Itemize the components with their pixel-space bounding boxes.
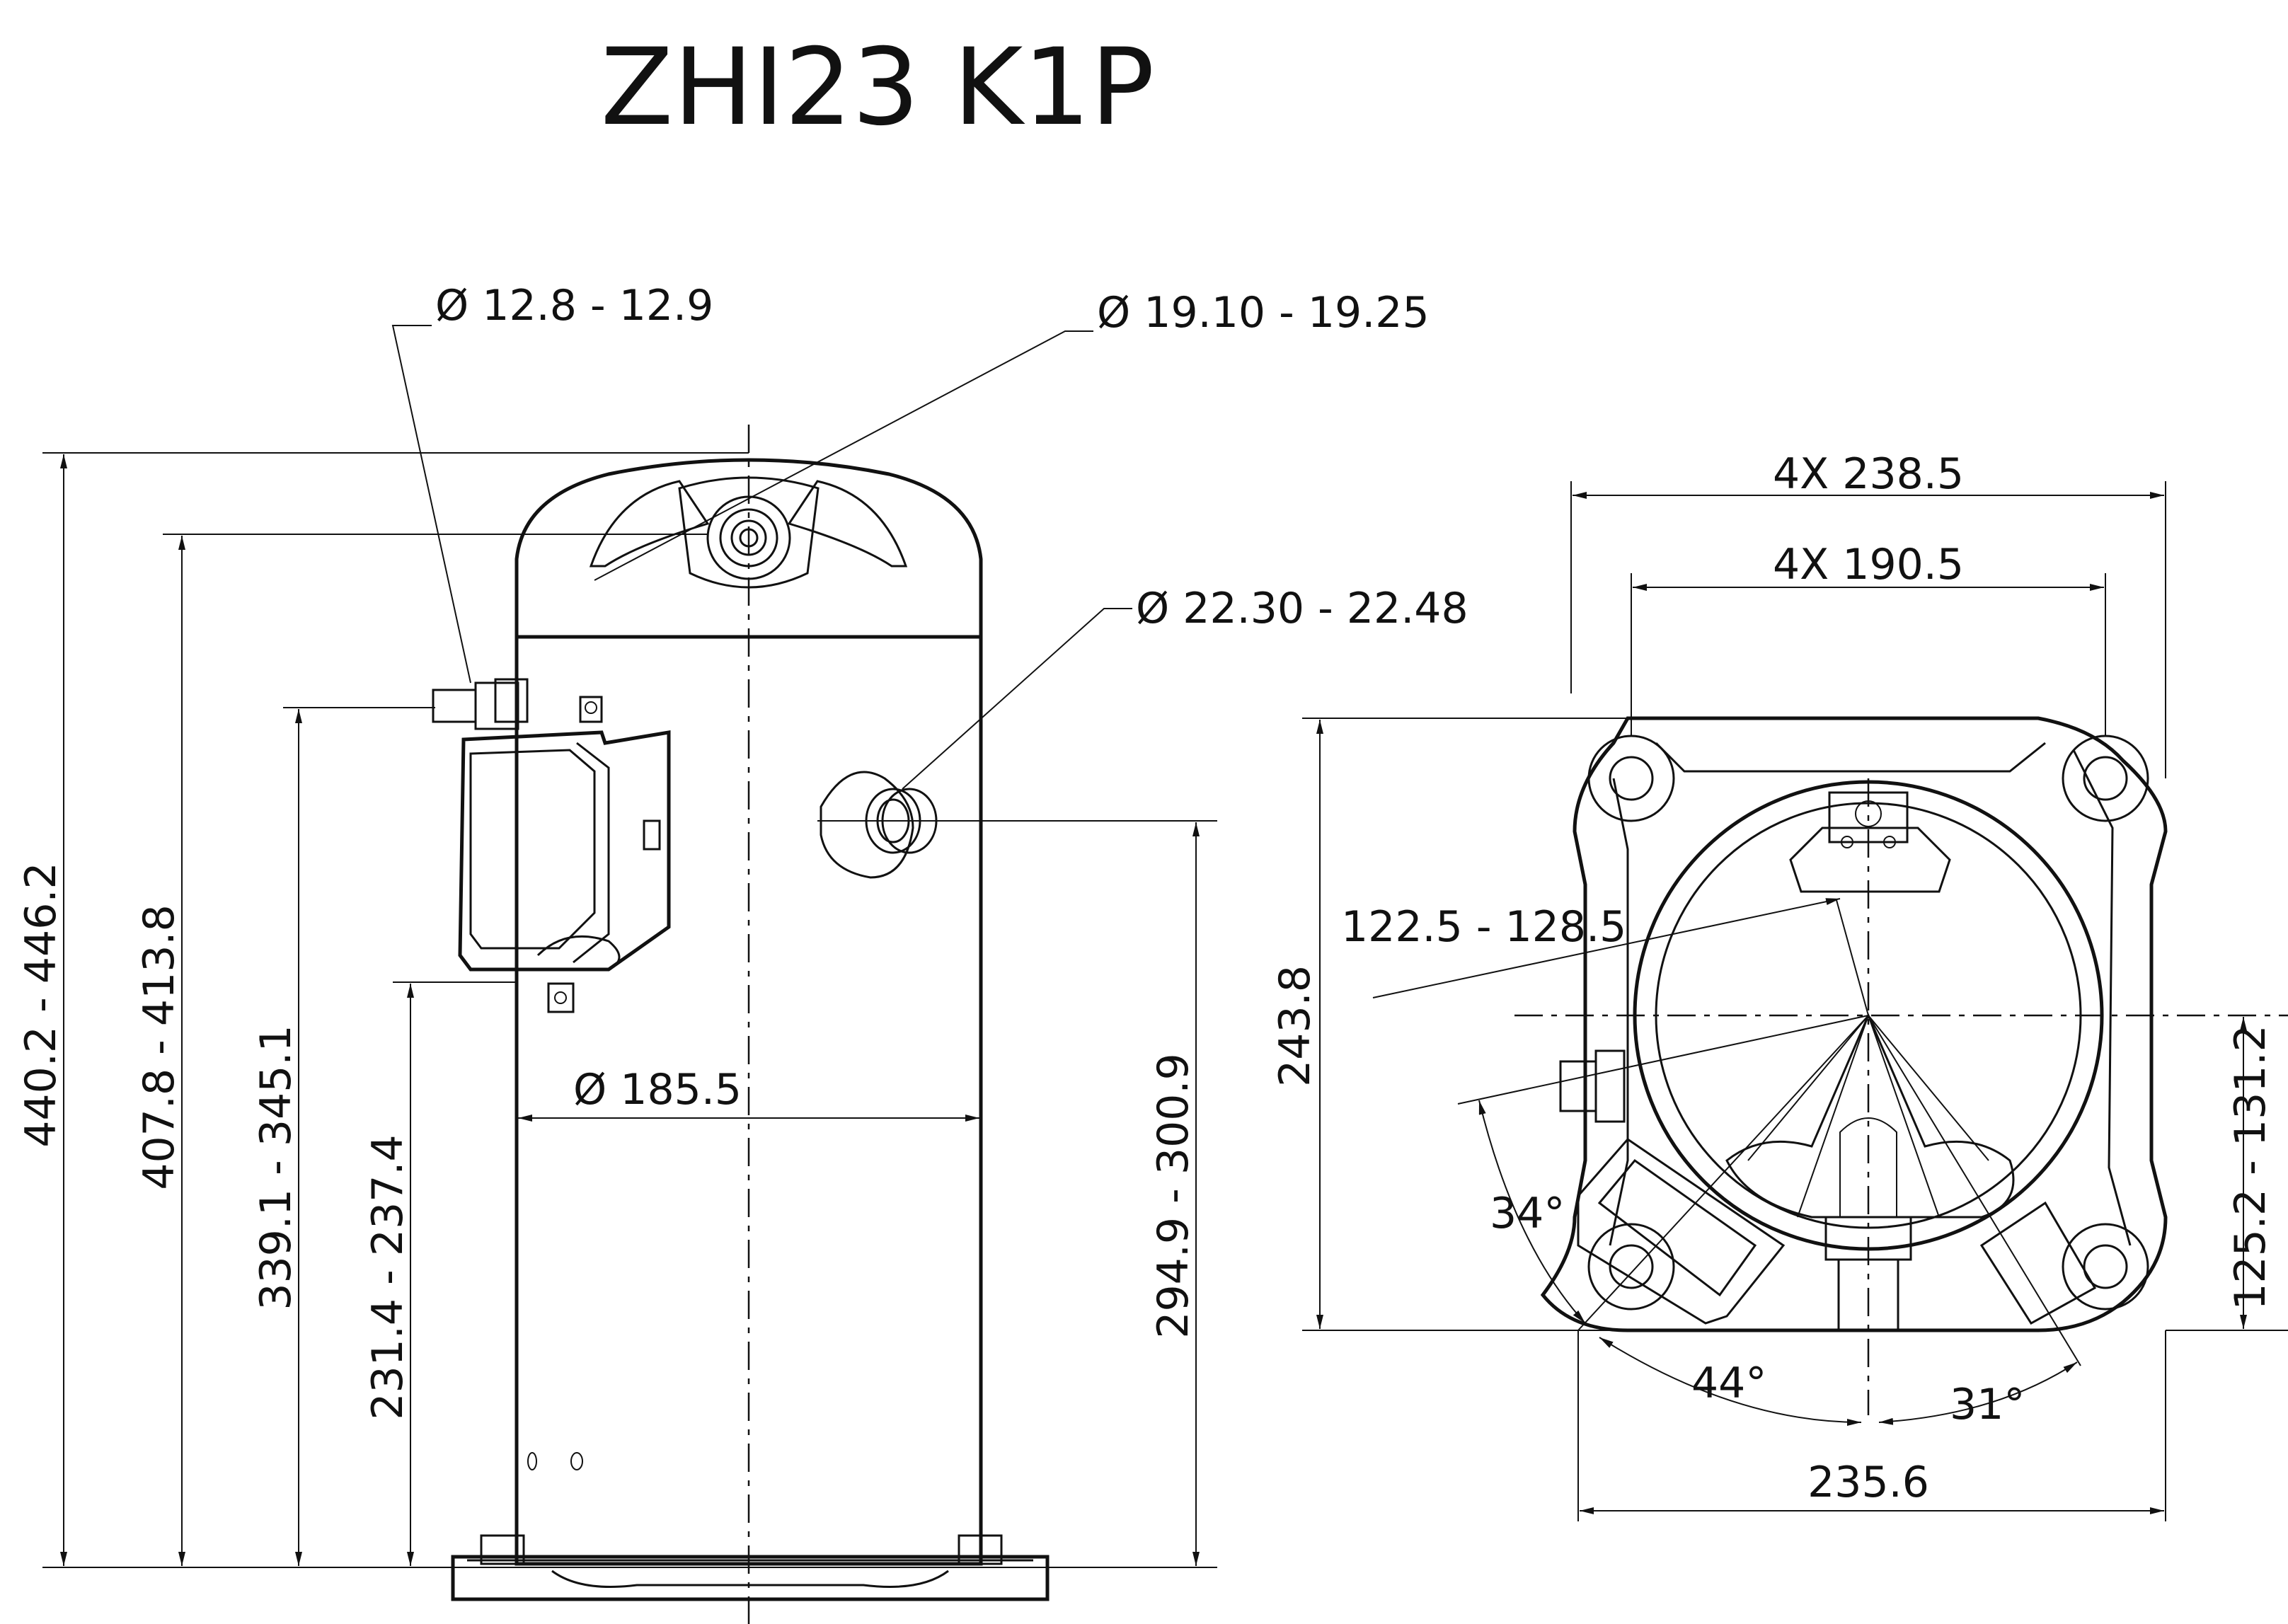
label-discharge-diameter: Ø 19.10 - 19.25 [1097,288,1430,338]
label-base-width: 235.6 [1807,1458,1929,1507]
label-height-discharge: 407.8 - 413.8 [134,904,184,1190]
label-shell-diameter: Ø 185.5 [573,1065,742,1115]
label-mount-inner: 4X 190.5 [1773,540,1964,589]
label-offset: 125.2 - 131.2 [2226,1025,2275,1310]
label-height-suction: 294.9 - 300.9 [1149,1053,1198,1338]
label-small-port-diameter: Ø 12.8 - 12.9 [435,281,713,330]
top-view [1302,481,2288,1521]
label-depth: 243.8 [1270,965,1320,1087]
label-angle-left: 34° [1490,1189,1565,1238]
label-angle-bottom-right: 31° [1950,1380,2025,1429]
label-height-small-port: 339.1 - 345.1 [251,1025,301,1310]
side-view [42,325,1217,1624]
label-suction-diameter: Ø 22.30 - 22.48 [1136,584,1468,633]
label-height-box-bottom: 231.4 - 237.4 [363,1134,413,1419]
label-angle-bottom-left: 44° [1691,1359,1766,1408]
label-radius: 122.5 - 128.5 [1341,902,1626,952]
label-mount-outer: 4X 238.5 [1773,449,1964,499]
drawing-title: ZHI23 K1P [601,26,1155,149]
label-height-total: 440.2 - 446.2 [16,862,66,1147]
